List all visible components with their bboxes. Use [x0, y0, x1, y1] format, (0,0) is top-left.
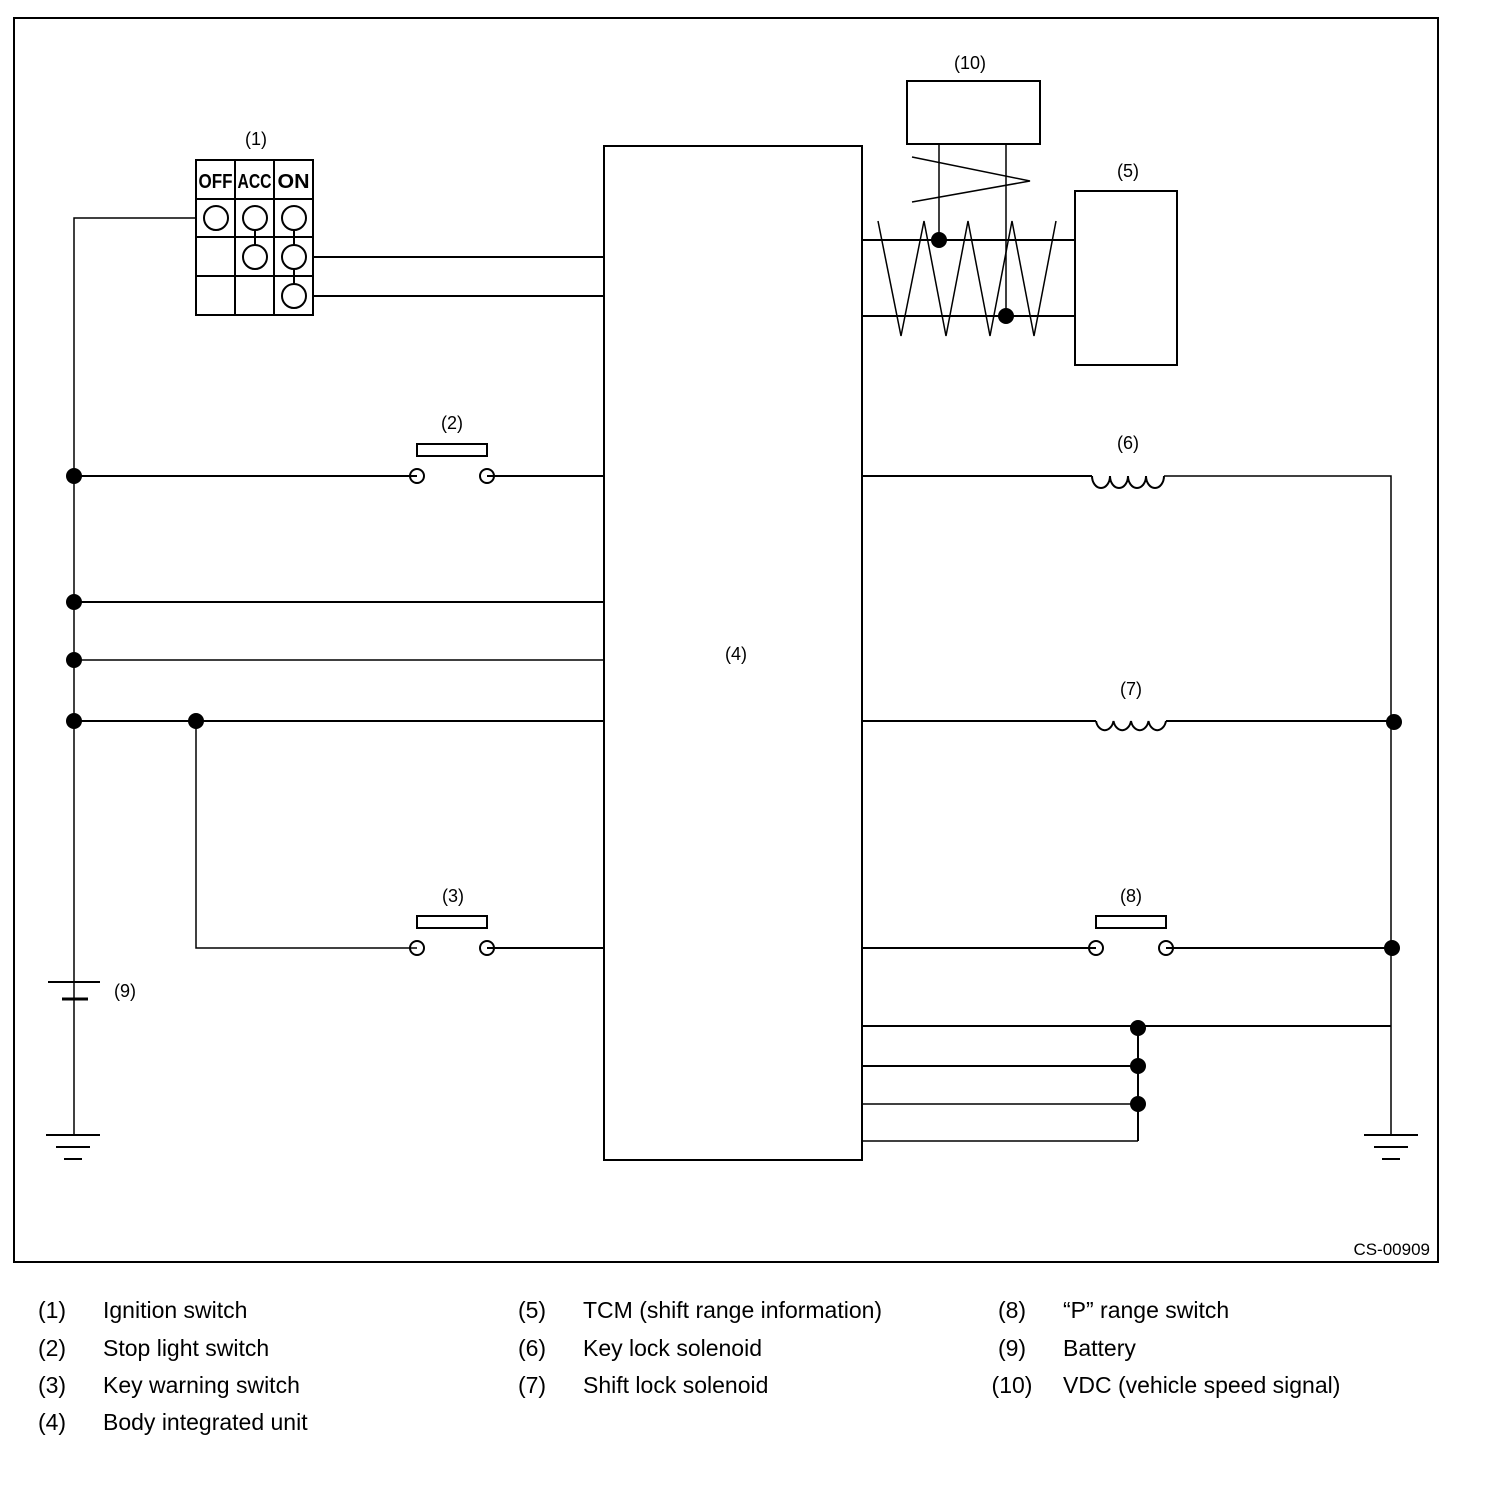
ignition-feed-wire: [73, 217, 196, 1135]
tcm-box: [1074, 190, 1178, 366]
ignition-pos-off: OFF: [199, 171, 233, 193]
ignition-pos-acc: ACC: [238, 171, 272, 193]
ignition-switch: [195, 159, 314, 316]
battery-symbol: [48, 981, 100, 1001]
key-warning-switch: [409, 915, 495, 956]
key-lock-solenoid-coil: [1091, 475, 1165, 489]
callout-2: (2): [441, 413, 463, 433]
twisted-pair: [862, 144, 1075, 337]
vdc-box: [906, 80, 1041, 145]
callout-1: (1): [245, 129, 267, 149]
callout-7: (7): [1120, 679, 1142, 699]
callout-6: (6): [1117, 433, 1139, 453]
shift-lock-solenoid-coil: [1095, 720, 1167, 732]
callout-9: (9): [114, 981, 136, 1001]
callout-4: (4): [725, 644, 747, 664]
p-range-switch: [1088, 915, 1174, 956]
body-integrated-unit-box: [603, 145, 863, 1161]
stop-light-switch: [409, 443, 495, 484]
junction-dots: [66, 232, 1402, 1112]
diagram-frame: [13, 17, 1439, 1263]
ground-left: [46, 1134, 100, 1160]
ground-right: [1364, 1134, 1418, 1160]
ignition-pos-on: ON: [278, 171, 310, 193]
callout-8: (8): [1120, 886, 1142, 906]
callout-3: (3): [442, 886, 464, 906]
callout-5: (5): [1117, 161, 1139, 181]
figure-code: CS-00909: [1353, 1240, 1430, 1259]
callout-10: (10): [954, 53, 986, 73]
